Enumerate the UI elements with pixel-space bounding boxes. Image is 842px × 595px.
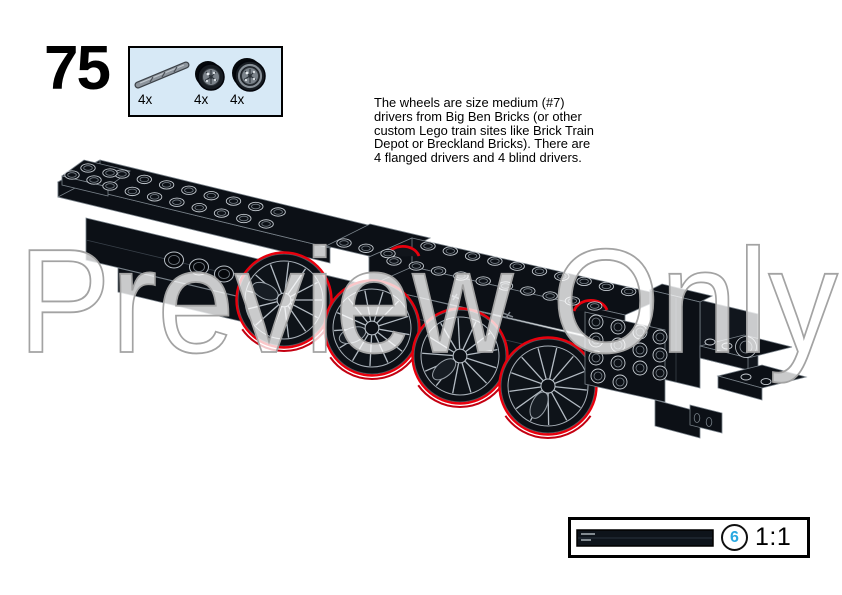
driver-wheels bbox=[235, 251, 598, 439]
part-length-badge: 6 bbox=[721, 524, 748, 551]
step-number: 75 bbox=[44, 34, 111, 103]
scale-reference-box: 6 1:1 bbox=[568, 517, 810, 558]
scale-ratio-label: 1:1 bbox=[755, 523, 792, 551]
axle-count: 4x bbox=[138, 92, 153, 107]
flanged-driver-wheel-icon bbox=[232, 58, 266, 92]
note-line: The wheels are size medium (#7) bbox=[374, 95, 565, 110]
blind-driver-wheel-icon bbox=[195, 61, 225, 91]
driver-wheel bbox=[498, 336, 598, 439]
driver-wheel bbox=[235, 251, 333, 352]
axle-1to1-icon bbox=[576, 528, 714, 547]
instruction-note: The wheels are size medium (#7) drivers … bbox=[374, 96, 654, 165]
note-line: custom Lego train sites like Brick Train bbox=[374, 122, 594, 138]
flanged-wheel-count: 4x bbox=[230, 92, 245, 107]
blind-wheel-count: 4x bbox=[194, 92, 209, 107]
watermark: Preview Only bbox=[18, 219, 838, 384]
part-length: 6 bbox=[730, 528, 739, 546]
driver-wheel bbox=[411, 307, 509, 408]
note-line: 4 flanged drivers and 4 blind drivers. bbox=[374, 150, 582, 166]
note-line: Depot or Breckland Bricks). There are bbox=[374, 136, 591, 152]
parts-callout-box: 4x 4x 4x bbox=[128, 46, 283, 117]
driver-wheel bbox=[323, 279, 421, 380]
note-line: drivers from Big Ben Bricks (or other bbox=[374, 108, 582, 124]
axle-icon bbox=[134, 61, 190, 89]
